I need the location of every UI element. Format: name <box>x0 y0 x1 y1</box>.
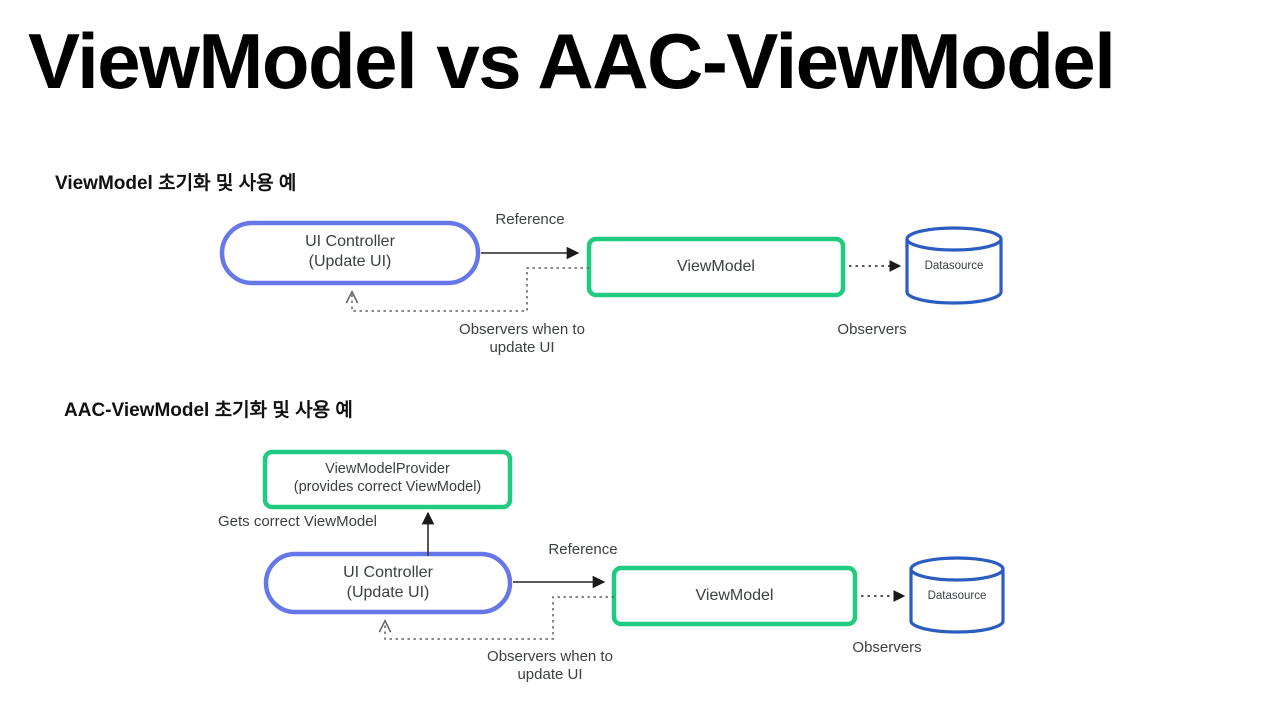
observers-ui-2-line1: Observers when to <box>487 648 613 665</box>
edge-label-gets-correct-viewmodel: Gets correct ViewModel <box>218 513 428 531</box>
observers-2-text: Observers <box>852 639 922 656</box>
edge-label-reference-1: Reference <box>455 211 605 229</box>
edge-label-observers-1: Observers <box>797 321 947 339</box>
reference-1-text: Reference <box>495 211 565 228</box>
datasource-2-text: Datasource <box>927 590 987 602</box>
node-viewmodel-2 <box>611 565 858 627</box>
observers-ui-2-line2: update UI <box>517 666 583 683</box>
node-viewmodel-1 <box>586 236 846 298</box>
node-label-datasource-2: Datasource <box>911 590 1003 602</box>
section-heading-aac-viewmodel: AAC-ViewModel 초기화 및 사용 예 <box>64 400 353 421</box>
node-datasource-1 <box>905 226 1003 305</box>
node-viewmodelprovider <box>262 449 513 510</box>
observers-ui-1-line1: Observers when to <box>459 321 585 338</box>
edge-label-observers-2: Observers <box>812 639 962 657</box>
node-label-datasource-1: Datasource <box>907 260 1001 272</box>
slide-title: ViewModel vs AAC-ViewModel <box>28 17 1116 105</box>
reference-2-text: Reference <box>548 541 618 558</box>
edge-observers-ui-2 <box>385 596 614 640</box>
edge-label-reference-2: Reference <box>508 541 658 559</box>
gets-correct-viewmodel-text: Gets correct ViewModel <box>218 513 377 530</box>
node-ui-controller-1 <box>219 220 481 286</box>
node-datasource-2 <box>909 556 1005 634</box>
edge-label-observers-ui-1: Observers when to update UI <box>432 321 612 357</box>
edge-label-observers-ui-2: Observers when to update UI <box>460 648 640 684</box>
observers-1-text: Observers <box>837 321 907 338</box>
datasource-1-text: Datasource <box>924 260 984 272</box>
observers-ui-1-line2: update UI <box>489 339 555 356</box>
section-heading-viewmodel: ViewModel 초기화 및 사용 예 <box>55 173 297 194</box>
node-ui-controller-2 <box>263 551 513 615</box>
